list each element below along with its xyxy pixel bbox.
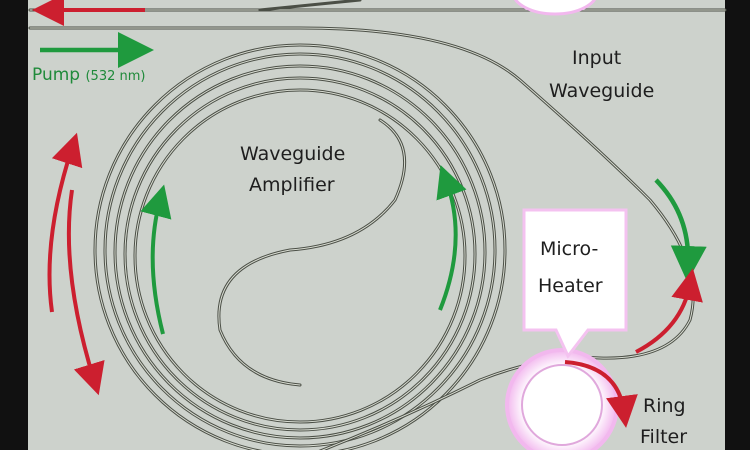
waveguide-tracks <box>28 0 727 450</box>
ring-filter <box>505 348 619 450</box>
signal-arrow-ring <box>564 360 638 428</box>
pump-arrow-input <box>654 178 707 282</box>
micro-heater-label-line2: Heater <box>538 275 603 297</box>
pump-arrow-inner-right <box>436 164 467 311</box>
ring-filter-label-line2: Filter <box>640 426 687 448</box>
signal-arrow-ring-out <box>635 268 703 354</box>
input-waveguide-label-line1: Input <box>572 47 621 69</box>
pump-label: Pump (532 nm) <box>32 65 145 85</box>
top-waveguides <box>28 0 727 360</box>
micro-heater-label-line1: Micro- <box>540 238 598 260</box>
signal-arrow-left-up <box>47 132 83 313</box>
signal-arrow-left-down <box>66 189 105 396</box>
input-waveguide-label-line2: Waveguide <box>549 80 654 102</box>
upper-ring-resonator <box>514 0 596 16</box>
waveguide-amplifier-label-line1: Waveguide <box>240 143 345 165</box>
arrows <box>32 0 707 428</box>
pump-arrow-inner-left <box>140 184 172 335</box>
waveguide-amplifier-label-line2: Amplifier <box>249 174 335 196</box>
micro-heater-callout <box>522 208 628 359</box>
ring-filter-label-line1: Ring <box>643 395 686 417</box>
spiral-amplifier <box>93 43 507 450</box>
